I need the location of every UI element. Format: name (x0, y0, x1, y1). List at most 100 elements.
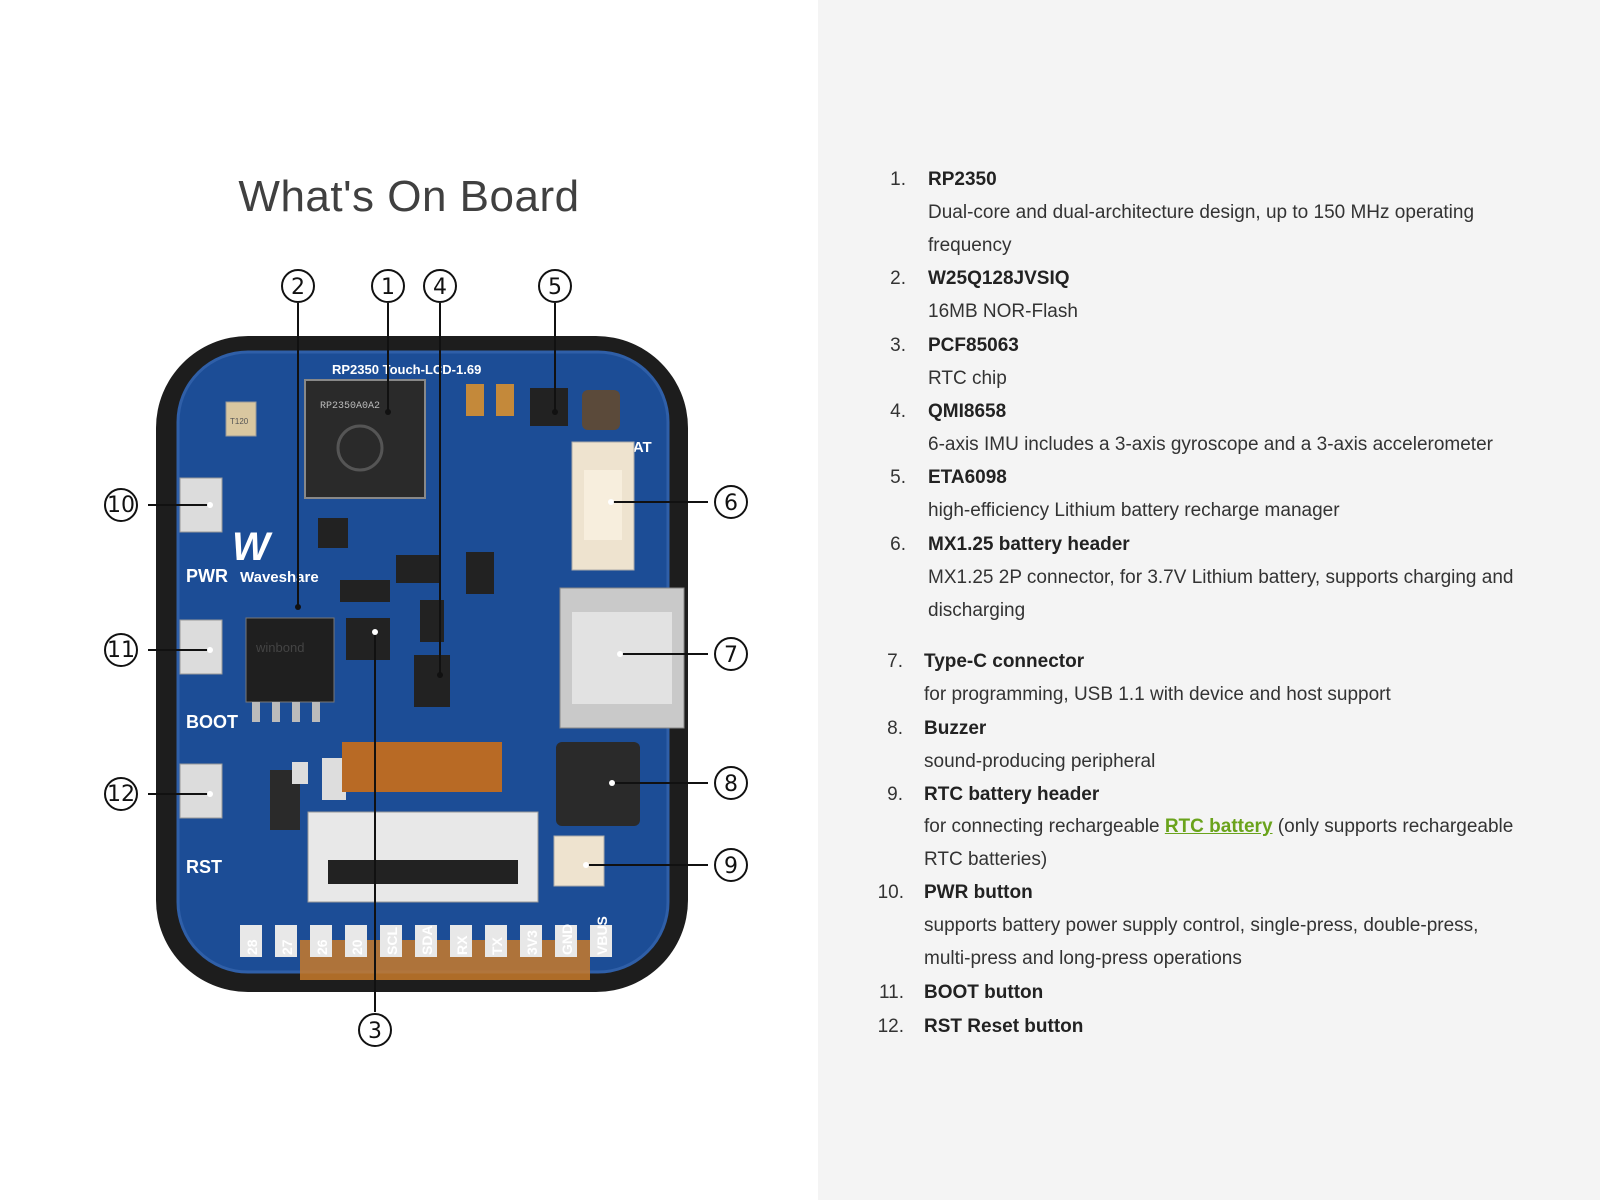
rtc-chip (346, 618, 390, 660)
pin-label: RX (454, 935, 470, 955)
component-number: 8. (887, 718, 903, 739)
crystal (225, 401, 257, 437)
component-description: sound-producing peripheral (924, 751, 1156, 772)
brand-logo-mark: W (232, 525, 273, 569)
callout-label-10: 10 (107, 493, 135, 518)
component-number: 12. (877, 1016, 904, 1037)
pin-pad (415, 925, 437, 957)
callout-2 (281, 269, 315, 303)
component-number: 4. (890, 401, 906, 422)
component-description: frequency (928, 235, 1012, 256)
component-name: RP2350 (928, 169, 997, 190)
component-name: Buzzer (924, 718, 987, 739)
component-description: 16MB NOR-Flash (928, 301, 1078, 322)
rp2350-chip (304, 379, 426, 499)
pin-pad (555, 925, 577, 957)
component-name: QMI8658 (928, 401, 1007, 422)
callout-9 (714, 848, 748, 882)
component-name: PCF85063 (928, 335, 1019, 356)
component-name: W25Q128JVSIQ (928, 268, 1070, 289)
callout-1 (371, 269, 405, 303)
brand-name: Waveshare (240, 569, 319, 586)
component-description: 6-axis IMU includes a 3-axis gyroscope a… (928, 434, 1493, 455)
component-name: MX1.25 battery header (928, 534, 1130, 555)
callout-6 (714, 485, 748, 519)
pin-label: GND (559, 924, 575, 955)
rst-button[interactable] (179, 763, 223, 819)
component-description: RTC batteries) (924, 849, 1048, 870)
pin-pad (380, 925, 402, 957)
flash-chip (245, 617, 335, 703)
component-number: 1. (890, 169, 906, 190)
fpc-connector (307, 811, 539, 903)
pin-label: 26 (314, 939, 330, 955)
crystal-marking: T120 (230, 417, 249, 426)
callout-label-7: 7 (724, 643, 738, 668)
rp2350-marking: RP2350A0A2 (320, 401, 380, 412)
pin-label: SDA (419, 925, 435, 955)
component-number: 9. (887, 784, 903, 805)
eta6098-chip (530, 388, 568, 426)
label-rst: RST (186, 857, 222, 877)
component-name: ETA6098 (928, 467, 1007, 488)
buzzer (556, 742, 640, 826)
component-number: 11. (878, 982, 904, 1003)
pin-pad (450, 925, 472, 957)
board-diagram: RP2350 Touch-LCD-1.69 RP2350A0A2 T120 wi… (104, 269, 748, 1047)
component-number: 3. (890, 335, 906, 356)
component-number: 7. (887, 651, 903, 672)
fpc-cable (342, 742, 502, 792)
callout-4 (423, 269, 457, 303)
callout-8 (714, 766, 748, 800)
component-description: discharging (928, 600, 1026, 621)
component-number: 10. (877, 882, 904, 903)
label-boot: BOOT (186, 712, 238, 732)
callout-label-2: 2 (291, 275, 305, 300)
pin-pad (275, 925, 297, 957)
component-name: PWR button (924, 882, 1033, 903)
component-description: multi-press and long-press operations (924, 948, 1242, 969)
component-description: Dual-core and dual-architecture design, … (928, 202, 1475, 223)
component-number: 6. (890, 534, 906, 555)
callout-7 (714, 637, 748, 671)
callout-label-6: 6 (724, 491, 738, 516)
component-number: 2. (890, 268, 906, 289)
component-description: high-efficiency Lithium battery recharge… (928, 500, 1340, 521)
boot-button[interactable] (179, 619, 223, 675)
pin-label: 20 (349, 939, 365, 955)
callout-label-3: 3 (368, 1019, 382, 1044)
callout-label-11: 11 (107, 638, 135, 663)
pin-label: 28 (244, 939, 260, 955)
pin-pad (520, 925, 542, 957)
callout-label-9: 9 (724, 854, 738, 879)
callout-5 (538, 269, 572, 303)
board-name-silk: RP2350 Touch-LCD-1.69 (332, 362, 481, 377)
callout-label-12: 12 (107, 782, 135, 807)
callout-12 (104, 777, 138, 811)
component-description: RTC chip (928, 368, 1007, 389)
component-name: BOOT button (924, 982, 1044, 1003)
component-name: RTC battery header (924, 784, 1100, 805)
pin-pad (310, 925, 332, 957)
callout-label-5: 5 (548, 275, 562, 300)
pin-pad (485, 925, 507, 957)
component-description: for connecting rechargeable RTC battery … (924, 816, 1513, 838)
component-description: MX1.25 2P connector, for 3.7V Lithium ba… (928, 567, 1514, 588)
pin-pad (590, 925, 612, 957)
callout-label-1: 1 (381, 275, 395, 300)
component-number: 5. (890, 467, 906, 488)
callout-3 (358, 1013, 392, 1047)
pin-label: VBUS (594, 916, 610, 955)
component-description: for programming, USB 1.1 with device and… (924, 684, 1391, 705)
component-name: Type-C connector (924, 651, 1085, 672)
pin-label: 3V3 (524, 930, 540, 955)
rtc-battery-link[interactable]: RTC battery (1164, 816, 1273, 837)
pin-pad (345, 925, 367, 957)
component-name: RST Reset button (924, 1016, 1084, 1037)
callout-label-4: 4 (433, 275, 447, 300)
description-text: for connecting rechargeable (924, 816, 1165, 837)
label-pwr: PWR (186, 566, 228, 586)
